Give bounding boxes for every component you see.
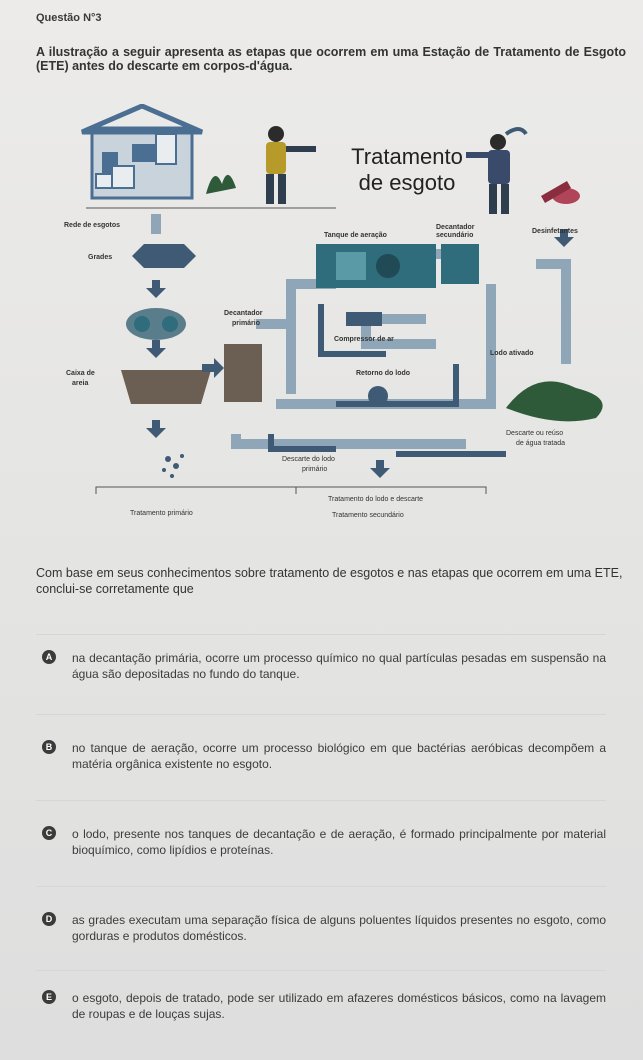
divider <box>36 800 606 801</box>
option-b-letter: B <box>42 740 56 754</box>
label-decantador-primario-2: primário <box>232 320 261 327</box>
worker-icon <box>266 126 316 204</box>
label-caixa-areia-2: areia <box>72 380 89 387</box>
label-retorno-lodo: Retorno do lodo <box>356 370 411 377</box>
lake-icon <box>506 381 603 422</box>
label-compressor: Compressor de ar <box>334 336 394 343</box>
technician-icon <box>466 127 528 214</box>
secondary-decanter-icon <box>441 244 479 284</box>
label-rede: Rede de esgotos <box>64 222 121 229</box>
option-c-letter: C <box>42 826 56 840</box>
option-e[interactable]: E o esgoto, depois de tratado, pode ser … <box>36 990 606 1022</box>
option-d[interactable]: D as grades executam uma separação físic… <box>36 912 606 944</box>
aeration-tank-icon <box>316 244 436 288</box>
primary-tank-icon <box>224 344 262 402</box>
disinfectant-icon <box>541 181 580 204</box>
plant-icon <box>206 174 236 194</box>
figure-title-line1: Tratamento <box>351 144 463 169</box>
figure-title-line2: de esgoto <box>358 170 456 195</box>
fan-icon <box>368 386 388 406</box>
option-b[interactable]: B no tanque de aeração, ocorre um proces… <box>36 740 606 772</box>
option-c-text: o lodo, presente nos tanques de decantaç… <box>72 827 606 857</box>
question-intro: A ilustração a seguir apresenta as etapa… <box>36 45 626 73</box>
grades-icon <box>132 244 196 268</box>
label-decantador-secundario-1: Decantador <box>436 224 475 231</box>
option-a[interactable]: A na decantação primária, ocorre um proc… <box>36 650 606 682</box>
compressor-icon <box>346 312 382 326</box>
label-grades: Grades <box>88 254 113 261</box>
label-descarte-lodo-2: primário <box>302 466 328 473</box>
label-caixa-areia-1: Caixa de <box>66 370 95 377</box>
option-d-letter: D <box>42 912 56 926</box>
divider <box>36 970 606 971</box>
sediment-icon <box>162 454 184 478</box>
label-decantador-primario-1: Decantador <box>224 310 263 317</box>
house-icon <box>81 104 203 200</box>
label-descarte-lodo-1: Descarte do lodo <box>282 456 335 463</box>
divider <box>36 634 606 635</box>
option-b-text: no tanque de aeração, ocorre um processo… <box>72 741 606 771</box>
label-decantador-secundario-2: secundário <box>436 232 474 239</box>
option-a-text: na decantação primária, ocorre um proces… <box>72 651 606 681</box>
divider <box>36 886 606 887</box>
question-stem: Com base em seus conhecimentos sobre tra… <box>36 566 623 596</box>
label-desinfetantes: Desinfetantes <box>532 228 578 235</box>
option-e-text: o esgoto, depois de tratado, pode ser ut… <box>72 991 606 1021</box>
option-e-letter: E <box>42 990 56 1004</box>
option-a-letter: A <box>42 650 56 664</box>
figure-title: Tratamento de esgoto <box>332 144 482 196</box>
primary-decanter-icon <box>126 308 186 340</box>
option-c[interactable]: C o lodo, presente nos tanques de decant… <box>36 826 606 858</box>
ete-illustration: Tratamento de esgoto Rede de esgotos Gra… <box>36 104 616 524</box>
ete-diagram <box>81 104 603 494</box>
label-descarte-rios-1: Descarte ou reúso <box>506 430 564 437</box>
label-lodo-ativado: Lodo ativado <box>490 350 534 357</box>
divider <box>36 714 606 715</box>
grit-chamber-icon <box>121 370 211 404</box>
question-number: Questão N°3 <box>36 12 102 24</box>
label-tanque-aeracao: Tanque de aeração <box>324 232 387 239</box>
option-d-text: as grades executam uma separação física … <box>72 913 606 943</box>
label-tratamento-primario: Tratamento primário <box>130 510 193 517</box>
label-descarte-rios-2: de água tratada <box>516 440 566 447</box>
label-tratamento-lodo: Tratamento do lodo e descarte <box>328 496 424 503</box>
label-tratamento-secundario: Tratamento secundário <box>332 512 404 519</box>
